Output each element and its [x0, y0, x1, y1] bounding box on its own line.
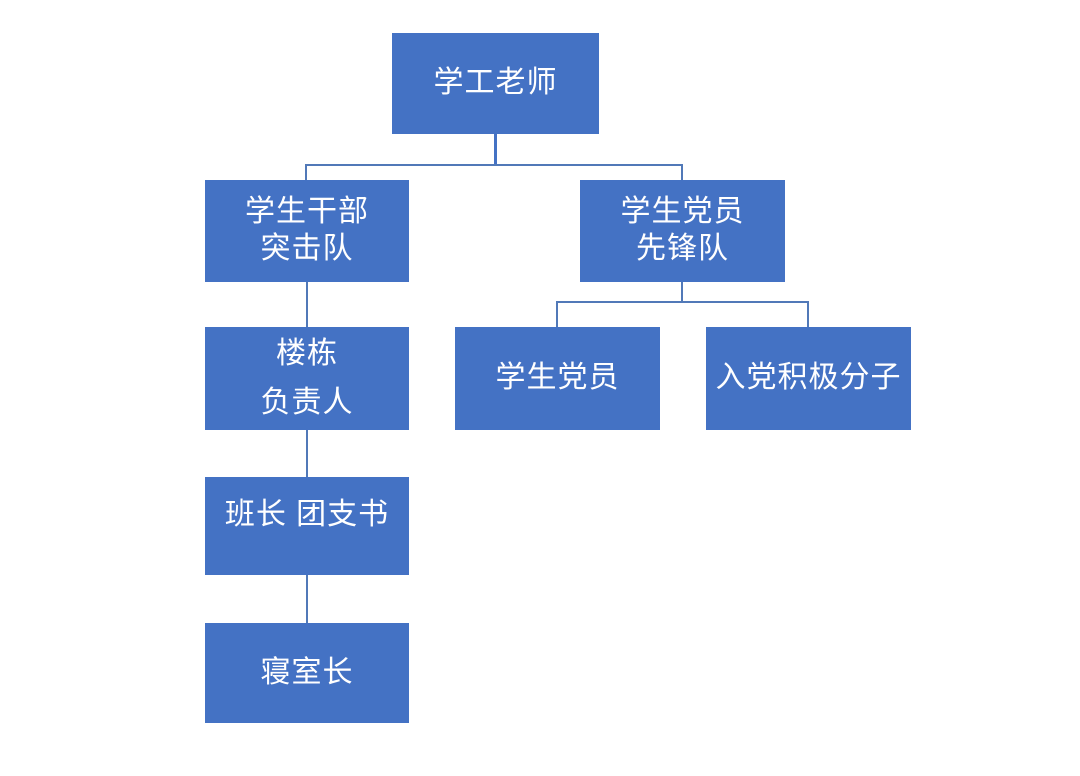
node-class-monitor[interactable]: 班长 团支书	[205, 477, 409, 575]
connector-root-bus	[305, 164, 683, 166]
node-dorm-head-line-1: 寝室长	[260, 655, 354, 689]
connector-vanguard-to-student-party-member	[556, 301, 558, 328]
node-cadre-team-line-2: 突击队	[260, 232, 354, 265]
node-student-party-member[interactable]: 学生党员	[455, 327, 660, 430]
connector-root-to-cadre-team	[305, 164, 307, 181]
connector-class-monitor-to-dorm-head	[306, 575, 308, 623]
node-class-monitor-line-1: 班长 团支书	[224, 498, 390, 531]
node-party-vanguard[interactable]: 学生党员 先锋队	[580, 180, 785, 282]
node-party-vanguard-line-2: 先锋队	[636, 232, 729, 265]
connector-vanguard-to-party-activist	[807, 301, 809, 328]
node-building-head[interactable]: 楼栋 负责人	[205, 327, 409, 430]
node-cadre-team-line-1: 学生干部	[245, 195, 369, 229]
node-root[interactable]: 学工老师	[392, 33, 599, 134]
node-party-activist[interactable]: 入党积极分子	[706, 327, 911, 430]
node-cadre-team[interactable]: 学生干部 突击队	[205, 180, 409, 282]
node-building-head-line-1: 楼栋	[276, 336, 338, 370]
connector-root-to-party-vanguard	[681, 164, 683, 181]
connector-cadre-team-to-building-head	[306, 282, 308, 327]
node-party-activist-line-1: 入党积极分子	[715, 361, 902, 395]
node-dorm-head[interactable]: 寝室长	[205, 623, 409, 723]
node-root-line-1: 学工老师	[433, 66, 558, 100]
connector-root-stem	[494, 134, 497, 164]
node-party-vanguard-line-1: 学生党员	[620, 195, 745, 229]
node-building-head-line-2: 负责人	[260, 385, 354, 419]
connector-party-vanguard-bus	[556, 301, 809, 303]
node-student-party-member-line-1: 学生党员	[495, 361, 620, 395]
connector-party-vanguard-stem	[681, 282, 683, 302]
connector-building-head-to-class-monitor	[306, 430, 308, 477]
